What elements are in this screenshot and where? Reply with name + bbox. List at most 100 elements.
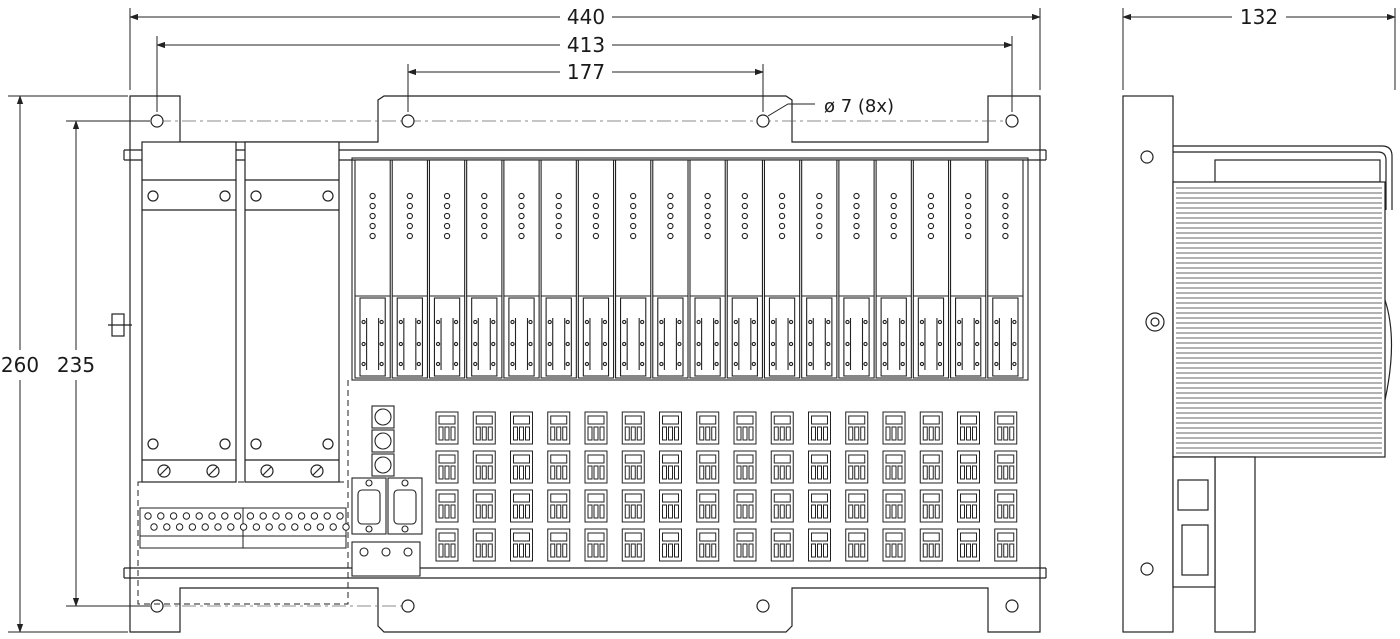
- terminal-block: [584, 450, 608, 484]
- status-led: [592, 232, 600, 240]
- terminal-block: [584, 411, 608, 445]
- mounting-hole-top-left: [150, 114, 164, 128]
- status-led: [592, 222, 600, 230]
- relay-module-rack: [351, 157, 1029, 381]
- terminal-block: [957, 489, 980, 523]
- side-mounting-plate: [1122, 95, 1174, 633]
- terminal-screw: [221, 512, 229, 520]
- status-led: [630, 202, 637, 210]
- status-led: [443, 192, 451, 200]
- status-led: [406, 232, 413, 240]
- terminal-screw: [195, 512, 203, 520]
- terminal-screw: [291, 523, 299, 531]
- terminal-block: [584, 489, 608, 523]
- status-led: [481, 202, 488, 210]
- terminal-block: [510, 528, 533, 562]
- status-led: [406, 202, 413, 210]
- status-led: [741, 202, 748, 210]
- terminal-block: [882, 411, 906, 445]
- status-led: [555, 192, 562, 200]
- terminal-screw: [259, 512, 267, 520]
- status-led: [369, 222, 376, 230]
- terminal-block: [994, 489, 1018, 523]
- relay-module: [615, 159, 652, 379]
- terminal-block: [472, 489, 496, 523]
- status-led: [1002, 212, 1009, 220]
- status-led: [890, 222, 897, 230]
- status-led: [927, 192, 935, 200]
- relay-module: [838, 159, 875, 379]
- status-led: [369, 232, 376, 240]
- status-led: [704, 232, 711, 240]
- terminal-screw: [310, 512, 319, 520]
- mounting-hole-top-inner-right: [756, 114, 770, 128]
- terminal-block: [919, 411, 943, 445]
- side-view: [1122, 95, 1393, 633]
- status-led: [965, 222, 972, 230]
- terminal-block: [808, 489, 831, 523]
- terminal-screw: [163, 523, 171, 531]
- status-led: [778, 202, 786, 210]
- status-led: [481, 232, 488, 240]
- terminal-block: [770, 411, 794, 445]
- status-led: [816, 202, 823, 210]
- terminal-block: [770, 450, 794, 484]
- status-led: [406, 222, 413, 230]
- status-led: [667, 212, 674, 220]
- status-led: [927, 212, 935, 220]
- terminal-screw: [285, 512, 293, 520]
- terminal-block: [808, 411, 831, 445]
- status-led: [816, 232, 823, 240]
- status-led: [481, 222, 488, 230]
- status-led: [592, 212, 600, 220]
- terminal-block: [659, 528, 682, 562]
- terminal-block: [733, 528, 757, 562]
- terminal-block: [659, 411, 682, 445]
- status-led: [630, 232, 637, 240]
- terminal-block: [621, 489, 645, 523]
- terminal-block: [845, 528, 869, 562]
- mounting-holes: [150, 114, 1019, 613]
- hole-diameter-note: ø 7 (8x): [824, 96, 894, 117]
- status-led: [592, 192, 600, 200]
- status-led: [778, 222, 786, 230]
- terminal-block: [919, 489, 943, 523]
- status-led: [518, 192, 525, 200]
- status-led: [741, 232, 748, 240]
- terminal-block: [696, 450, 720, 484]
- terminal-block: [957, 450, 980, 484]
- status-led: [741, 222, 748, 230]
- mounting-hole-bottom-left: [150, 599, 164, 613]
- terminal-screw: [323, 512, 331, 520]
- status-led: [890, 212, 897, 220]
- dim-hole-spacing-height: 235: [57, 353, 95, 377]
- terminal-block: [510, 489, 533, 523]
- status-led: [704, 202, 711, 210]
- terminal-screw: [144, 512, 152, 520]
- status-led: [816, 222, 823, 230]
- status-led: [630, 222, 637, 230]
- terminal-block: [621, 450, 645, 484]
- dim-overall-width: 440: [567, 5, 605, 29]
- terminal-block: [919, 450, 943, 484]
- bus-connector: [351, 541, 421, 577]
- power-supply-unit: [141, 141, 237, 483]
- status-led: [406, 212, 413, 220]
- terminal-screw: [182, 512, 191, 520]
- terminal-block: [472, 411, 496, 445]
- terminal-block: [696, 411, 720, 445]
- terminal-block: [733, 489, 757, 523]
- status-led: [406, 192, 413, 200]
- dim-hole-spacing-width: 413: [567, 33, 605, 57]
- terminal-screw: [297, 512, 306, 520]
- terminal-block: [845, 489, 869, 523]
- terminal-screw: [329, 523, 337, 531]
- terminal-screw: [303, 523, 312, 531]
- terminal-block: [510, 411, 533, 445]
- status-led: [518, 212, 525, 220]
- terminal-screw: [316, 523, 325, 531]
- status-led: [965, 202, 972, 210]
- heatsink-fins: [1176, 187, 1382, 454]
- terminal-block: [994, 411, 1018, 445]
- terminal-block: [696, 489, 720, 523]
